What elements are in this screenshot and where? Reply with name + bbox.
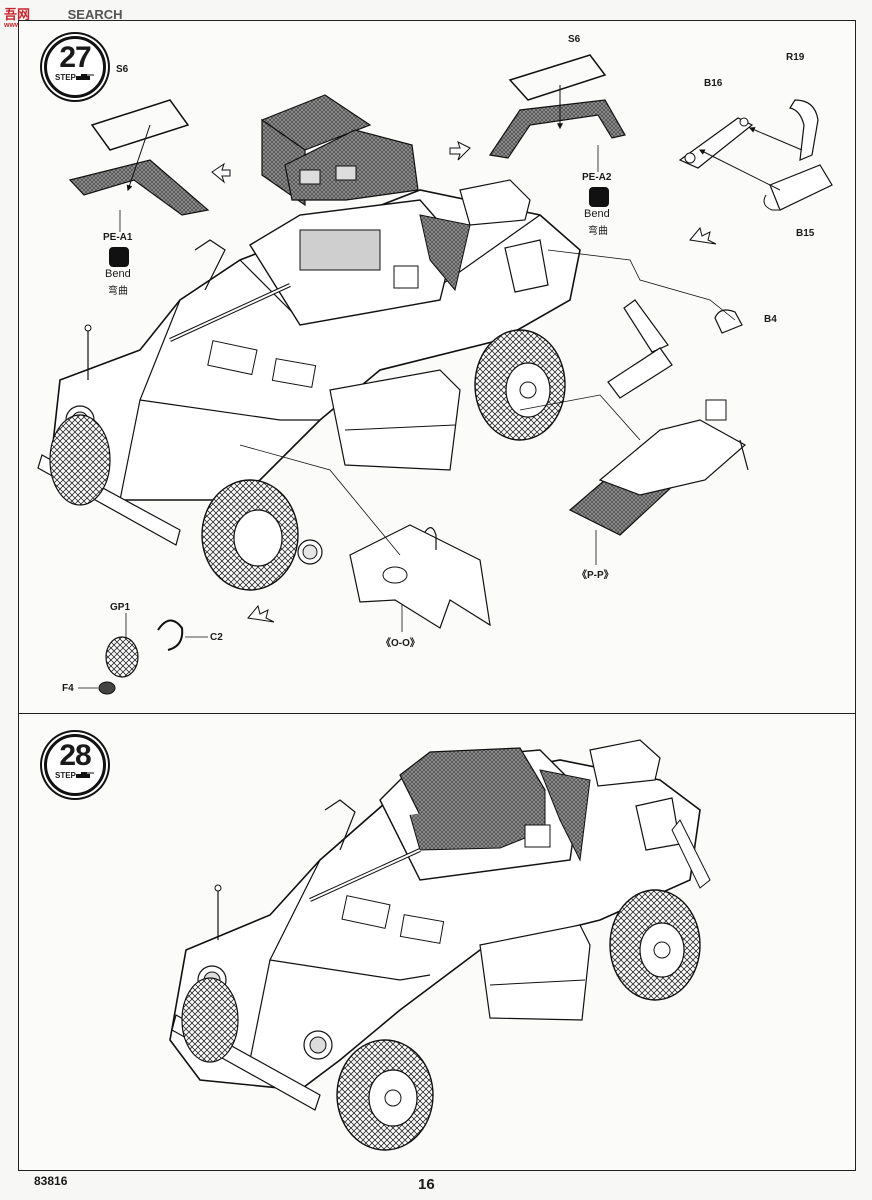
tank-icon: [76, 772, 94, 778]
bend-icon: [109, 247, 129, 267]
r19-part: [789, 99, 819, 161]
part-label-oo: 《O-O》: [381, 638, 420, 649]
b16-part: [678, 117, 754, 169]
part-label-pe-a2: PE-A2: [582, 172, 612, 183]
part-label-s6-left: S6: [116, 64, 129, 75]
step-number: 28: [59, 739, 91, 772]
step-number: 27: [59, 41, 91, 74]
b4-part: [714, 309, 743, 334]
part-label-b4: B4: [764, 314, 777, 325]
pe-a1-mesh: [68, 159, 210, 216]
watermark-logo-text: 吾网: [4, 7, 31, 22]
c2-part: [157, 619, 184, 651]
bend-label-cn-1: 弯曲: [108, 286, 128, 297]
step-label: STEP: [55, 771, 76, 780]
pe-a2-mesh: [488, 99, 626, 159]
part-label-b16: B16: [704, 78, 723, 89]
s6-left-frame: [90, 99, 190, 151]
b15-part: [769, 164, 833, 211]
part-label-b15: B15: [796, 228, 815, 239]
tank-icon: [76, 74, 94, 80]
part-label-s6-right: S6: [568, 34, 581, 45]
bend-label-1: Bend: [105, 268, 131, 280]
gp1-part: [105, 636, 139, 678]
f4-part: [98, 681, 116, 695]
part-label-pp: 《P-P》: [577, 570, 614, 581]
bend-label-2: Bend: [584, 208, 610, 220]
bend-icon: [589, 187, 609, 207]
step-label: STEP: [55, 73, 76, 82]
part-label-c2: C2: [210, 632, 223, 643]
page-number: 16: [418, 1176, 435, 1193]
step-28-badge: 28 STEP: [44, 734, 106, 796]
part-label-gp1: GP1: [110, 602, 131, 613]
s6-right-frame: [508, 54, 607, 101]
step-27-badge: 27 STEP: [44, 36, 106, 98]
kit-number: 83816: [34, 1174, 68, 1188]
part-label-r19: R19: [786, 52, 805, 63]
part-label-f4: F4: [62, 683, 74, 694]
watermark-brand: SEARCH: [67, 7, 123, 22]
part-label-pe-a1: PE-A1: [103, 232, 133, 243]
bend-label-cn-2: 弯曲: [588, 226, 608, 237]
